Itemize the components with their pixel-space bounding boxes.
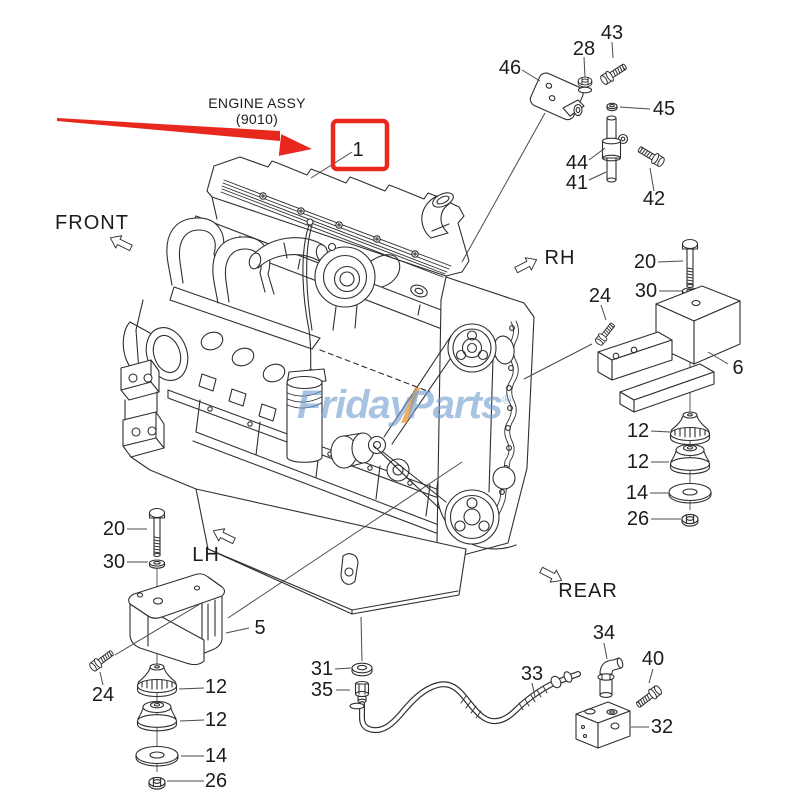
- washer-30-lh: [148, 559, 166, 569]
- nut-26-lh: [148, 776, 166, 790]
- oil-drain-line-group: [349, 657, 664, 749]
- callout-44: 44: [565, 152, 589, 174]
- fan-belt: [373, 335, 494, 510]
- callout-30-rh: 30: [634, 280, 658, 302]
- callout-42: 42: [642, 188, 666, 210]
- callout-12-rh-upper: 12: [626, 420, 650, 442]
- crank-pulley: [444, 489, 500, 545]
- leader-lines: [99, 41, 729, 782]
- turbocharger: [314, 242, 401, 331]
- watermark-word1: Friday: [297, 383, 412, 427]
- alternator: [330, 432, 387, 469]
- washer-45: [606, 102, 618, 112]
- red-pointer-arrowhead: [278, 134, 312, 156]
- elbow-34: [597, 657, 624, 698]
- watermark-registered-mark: ®: [502, 392, 511, 407]
- engine-assy-title-line1: ENGINE ASSY: [208, 94, 306, 111]
- mount-cushion-12-lh-lower: [136, 700, 178, 732]
- bracket-5: [128, 573, 226, 666]
- callout-43: 43: [600, 22, 624, 44]
- callout-14-rh: 14: [625, 482, 649, 504]
- highlight-annotations: [57, 118, 390, 172]
- intake-crossover-pipe: [248, 237, 329, 270]
- callout-40: 40: [641, 648, 665, 670]
- callout-24-lh: 24: [91, 684, 115, 706]
- watermark-logo: Friday/Parts®: [297, 378, 511, 433]
- watermark-slash-icon: /: [403, 379, 416, 432]
- callout-12-rh-lower: 12: [626, 451, 650, 473]
- callout-6: 6: [732, 357, 744, 379]
- nut-28: [577, 76, 593, 94]
- engine-assembly-illustration: [120, 156, 535, 615]
- hose-33: [349, 671, 581, 734]
- mount-cushion-12-lh-upper: [136, 663, 178, 698]
- washer-31: [351, 662, 373, 677]
- front-direction-arrow-icon: [106, 231, 135, 255]
- callout-30-lh: 30: [102, 551, 126, 573]
- injection-pump: [386, 458, 410, 482]
- oil-filter: [286, 368, 327, 463]
- direction-rh: RH: [544, 247, 576, 269]
- red-pointer-arrow: [57, 118, 280, 141]
- rh-direction-arrow-icon: [512, 253, 541, 277]
- callout-35: 35: [310, 679, 334, 701]
- callout-24-rh: 24: [588, 285, 612, 307]
- callout-28: 28: [572, 38, 596, 60]
- bolt-20-lh: [148, 507, 166, 558]
- pipe-41-44: [601, 115, 629, 183]
- bolt-40: [633, 683, 664, 711]
- washer-14-rh: [668, 482, 712, 504]
- callout-1: 1: [352, 139, 364, 161]
- callout-14-lh: 14: [204, 745, 228, 767]
- callout-45: 45: [652, 98, 676, 120]
- fan-pulley: [447, 323, 497, 373]
- callout-5: 5: [254, 617, 266, 639]
- callout-26-lh: 26: [204, 770, 228, 792]
- direction-lh: LH: [192, 544, 220, 566]
- breather-pipe-group: [529, 60, 667, 183]
- front-mount-lugs: [120, 359, 197, 490]
- callout-26-rh: 26: [626, 508, 650, 530]
- bolt-43: [598, 60, 630, 87]
- bolt-24-rh: [593, 320, 618, 348]
- turbo-oil-line: [302, 224, 312, 372]
- bolt-20-rh: [681, 238, 699, 289]
- nut-26-rh: [681, 513, 699, 527]
- water-outlet-pipe: [421, 192, 454, 239]
- bracket-46: [529, 72, 585, 121]
- callout-41: 41: [565, 172, 589, 194]
- direction-rear: REAR: [558, 580, 618, 602]
- block-32: [575, 701, 631, 749]
- exhaust-manifold: [166, 217, 321, 350]
- bolt-42: [635, 143, 667, 169]
- mount-cushion-12-rh-upper: [669, 411, 711, 446]
- washer-14-lh: [135, 745, 179, 767]
- callout-31: 31: [310, 658, 334, 680]
- direction-front: FRONT: [55, 212, 129, 234]
- watermark-word2: Parts: [407, 383, 503, 427]
- drain-plug-group: [351, 662, 373, 704]
- callout-20-rh: 20: [633, 251, 657, 273]
- callout-46: 46: [498, 57, 522, 79]
- engine-assy-title-line2: (9010): [235, 111, 279, 127]
- bracket-6: [597, 285, 741, 413]
- engine-assy-title: ENGINE ASSY (9010): [208, 95, 305, 127]
- callout-12-lh-upper: 12: [204, 676, 228, 698]
- fitting-35: [354, 680, 370, 704]
- callout-32: 32: [650, 716, 674, 738]
- callout-33: 33: [520, 663, 544, 685]
- rh-mount-group: [593, 238, 741, 527]
- callout-34: 34: [592, 622, 616, 644]
- mount-cushion-12-rh-lower: [669, 443, 711, 475]
- callout-12-lh-lower: 12: [204, 709, 228, 731]
- oil-pan: [195, 488, 467, 615]
- lh-mount-group: [87, 507, 226, 790]
- bolt-24-lh: [87, 647, 116, 674]
- callout-20-lh: 20: [102, 518, 126, 540]
- red-highlight-box: [330, 118, 390, 172]
